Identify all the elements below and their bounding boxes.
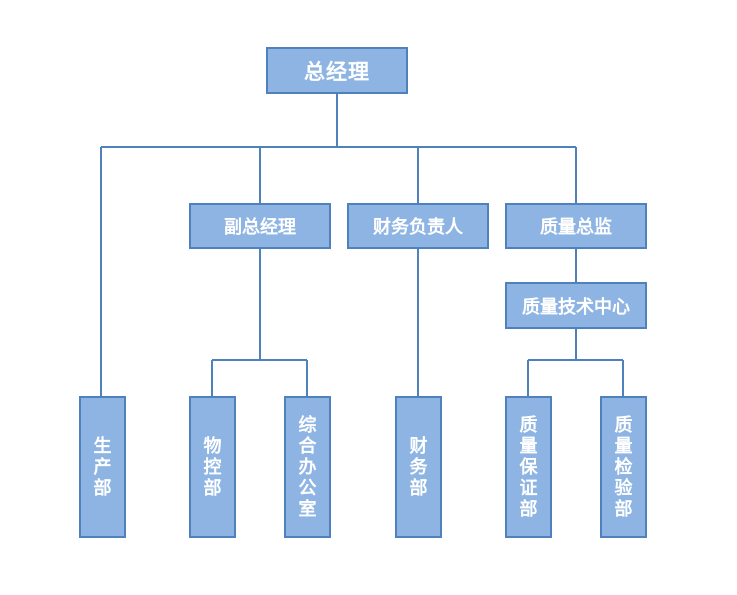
node-deputy-general-manager-label: 副总经理 xyxy=(224,217,296,238)
node-material-control-dept: 物控部 xyxy=(189,396,236,538)
node-quality-assurance-dept: 质量保证部 xyxy=(505,396,552,538)
node-general-office-label: 综合办公室 xyxy=(298,414,317,520)
node-quality-assurance-dept-label: 质量保证部 xyxy=(519,414,538,520)
node-finance-dept: 财务部 xyxy=(395,396,442,538)
node-material-control-dept-label: 物控部 xyxy=(203,435,222,499)
node-quality-director-label: 质量总监 xyxy=(540,217,612,238)
node-quality-tech-center: 质量技术中心 xyxy=(505,282,647,329)
node-finance-dept-label: 财务部 xyxy=(409,435,428,499)
node-general-office: 综合办公室 xyxy=(284,396,331,538)
node-finance-head-label: 财务负责人 xyxy=(373,217,463,238)
node-quality-inspection-dept-label: 质量检验部 xyxy=(614,414,633,520)
node-finance-head: 财务负责人 xyxy=(347,203,489,249)
node-general-manager: 总经理 xyxy=(266,47,408,94)
node-production-dept: 生产部 xyxy=(79,396,126,538)
node-general-manager-label: 总经理 xyxy=(304,59,370,84)
node-quality-tech-center-label: 质量技术中心 xyxy=(522,296,630,318)
node-quality-director: 质量总监 xyxy=(505,203,647,249)
node-deputy-general-manager: 副总经理 xyxy=(189,203,331,249)
node-production-dept-label: 生产部 xyxy=(93,435,112,499)
node-quality-inspection-dept: 质量检验部 xyxy=(600,396,647,538)
